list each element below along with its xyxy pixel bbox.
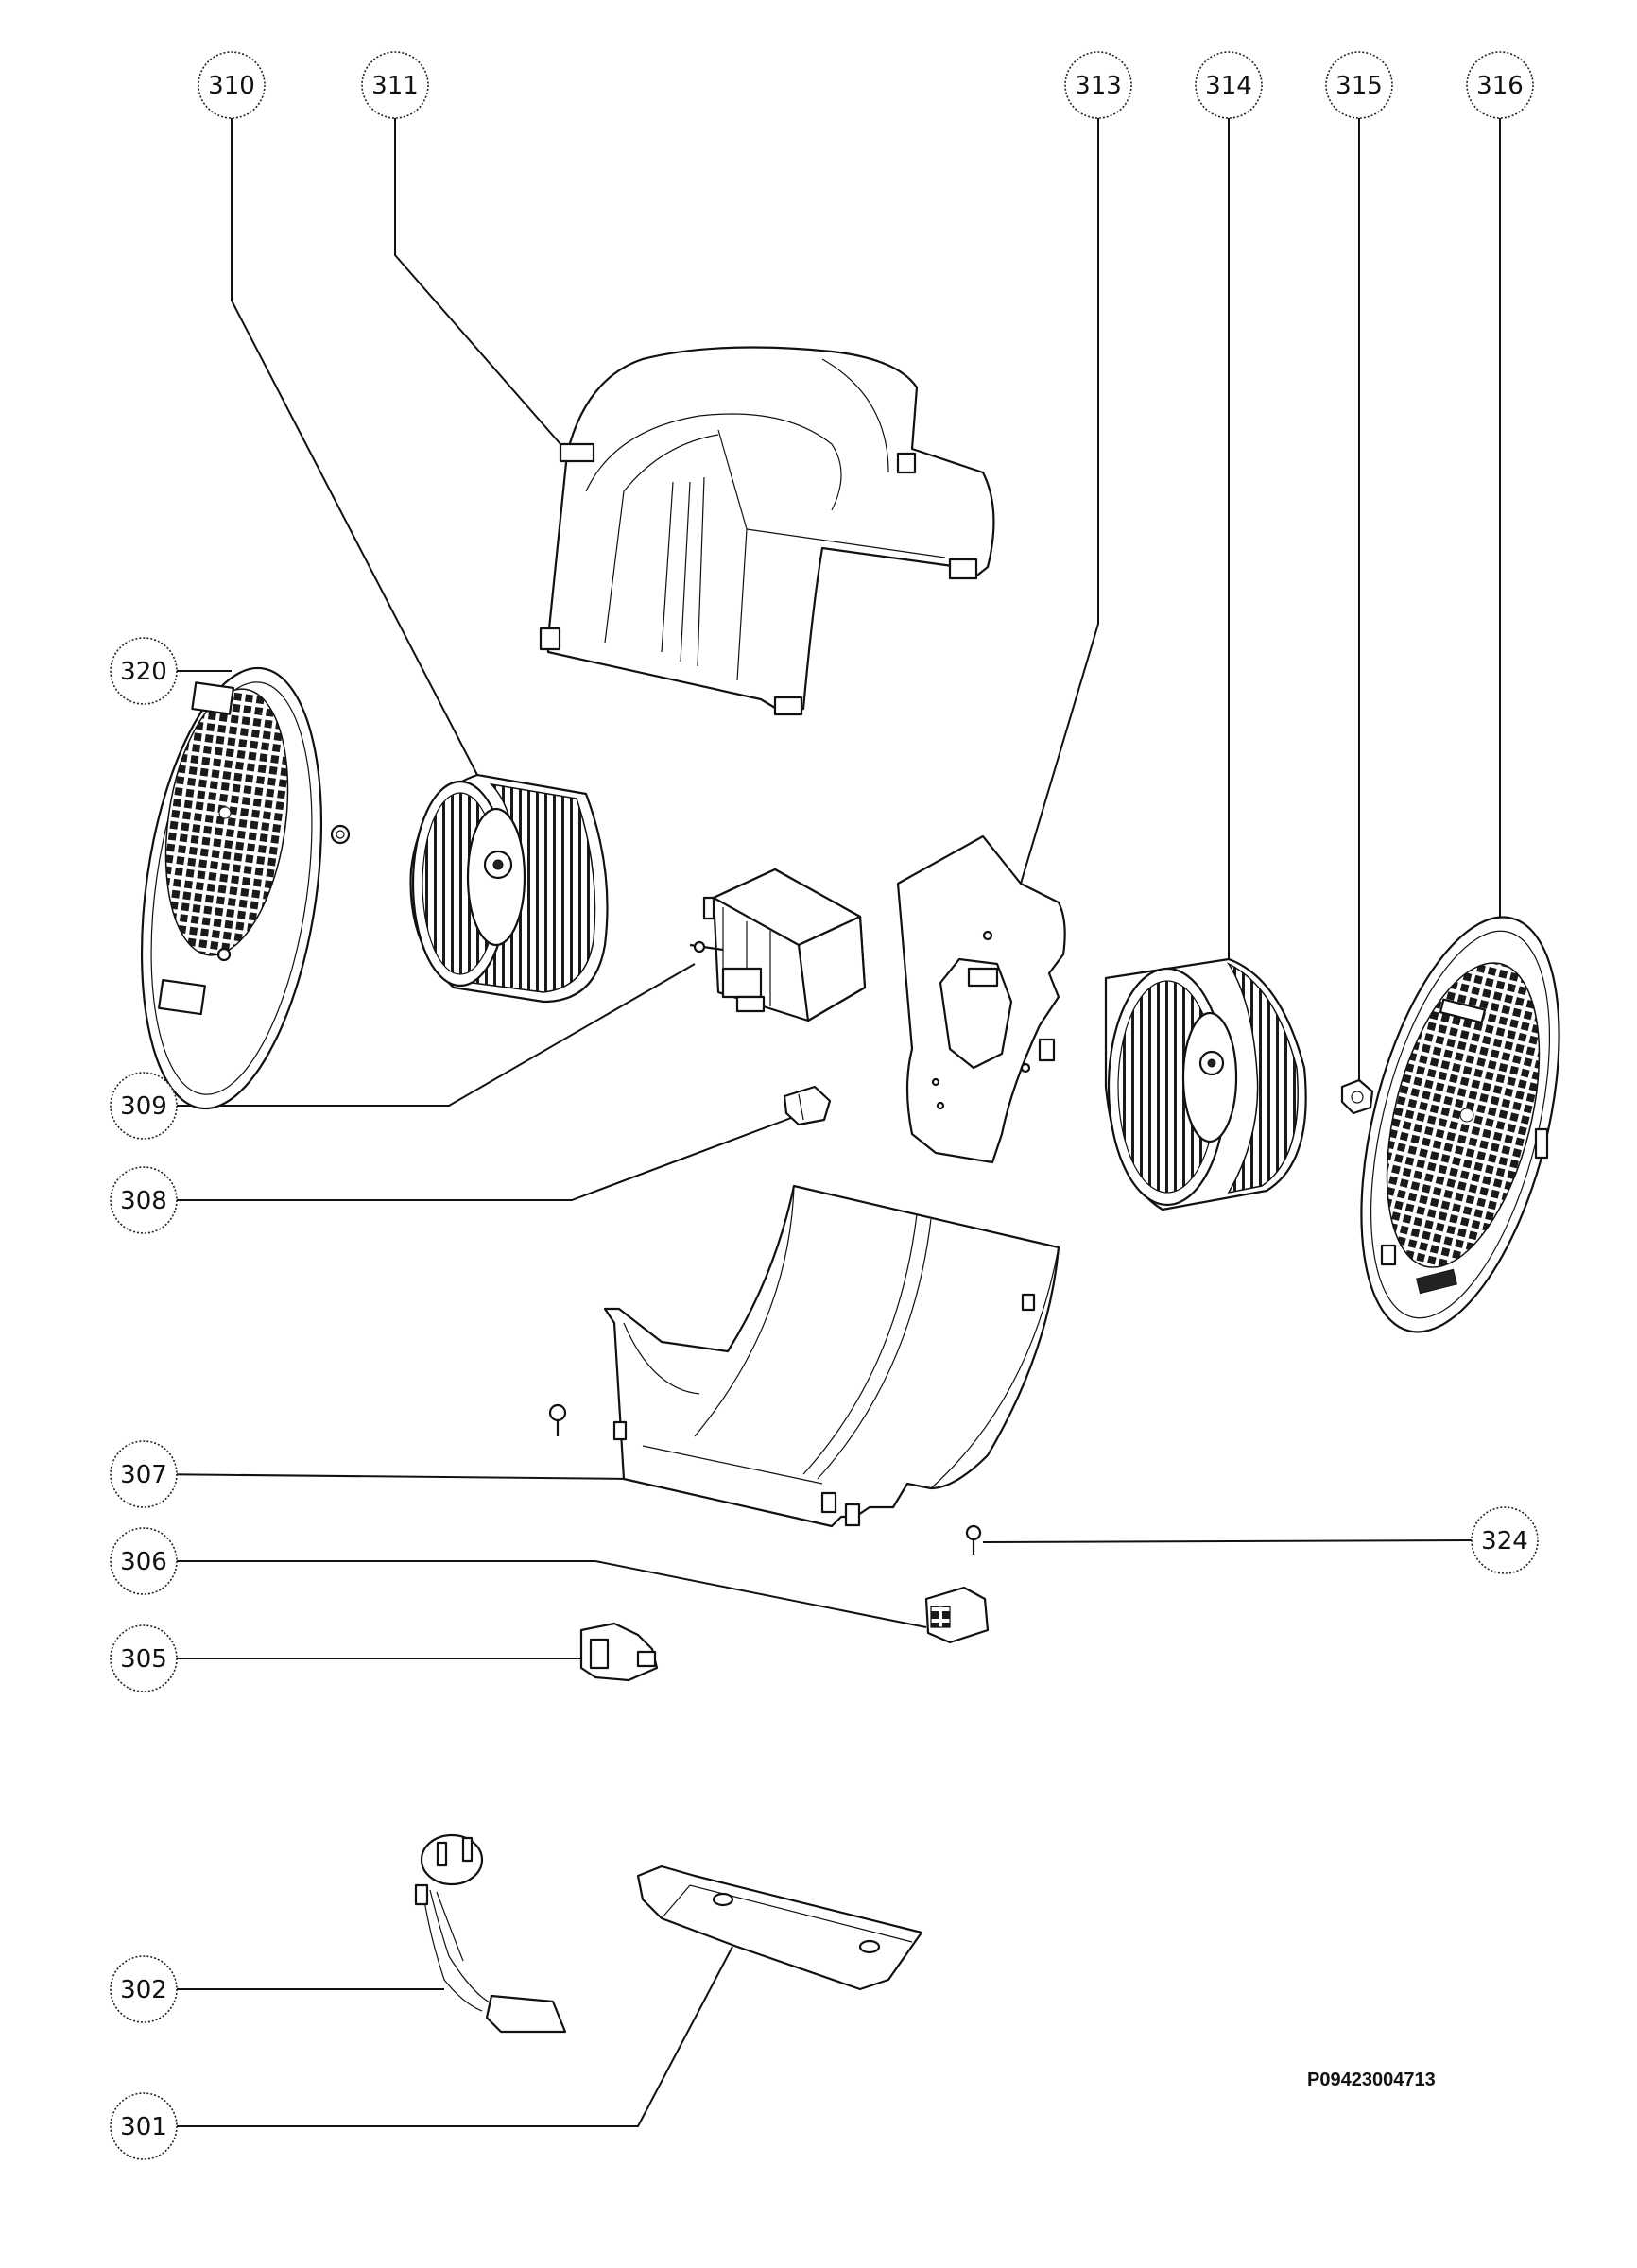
svg-text:306: 306 <box>120 1548 167 1576</box>
svg-text:311: 311 <box>371 72 419 100</box>
left-grille-320 <box>140 666 351 1110</box>
clip-308 <box>783 1085 832 1126</box>
callout-320: 320 <box>110 637 178 705</box>
leader-311 <box>394 112 568 453</box>
svg-text:315: 315 <box>1335 72 1383 100</box>
leader-306 <box>149 1560 927 1628</box>
svg-text:313: 313 <box>1075 72 1122 100</box>
callout-314: 314 <box>1195 51 1263 119</box>
callout-305: 305 <box>110 1624 178 1692</box>
callout-313: 313 <box>1064 51 1132 119</box>
left-impeller-310 <box>409 773 609 1004</box>
power-cord-302 <box>414 1833 567 2034</box>
leader-308 <box>149 1114 800 1201</box>
connector-305 <box>579 1622 659 1682</box>
svg-text:324: 324 <box>1481 1527 1528 1555</box>
svg-text:316: 316 <box>1476 72 1524 100</box>
upper-housing-311 <box>539 346 995 716</box>
right-grille-316 <box>1360 916 1560 1333</box>
lower-housing-307 <box>548 1184 1060 1528</box>
svg-text:305: 305 <box>120 1645 167 1674</box>
callout-309: 309 <box>110 1072 178 1140</box>
svg-text:307: 307 <box>120 1461 167 1489</box>
callout-315: 315 <box>1325 51 1393 119</box>
right-impeller-314 <box>1104 957 1307 1211</box>
motor-309 <box>689 868 867 1022</box>
svg-text:308: 308 <box>120 1187 167 1215</box>
svg-text:302: 302 <box>120 1976 167 2004</box>
callout-316: 316 <box>1466 51 1534 119</box>
screw-324 <box>965 1524 982 1555</box>
tray-301 <box>636 1864 923 1991</box>
svg-text:320: 320 <box>120 658 167 686</box>
connector-306 <box>924 1586 990 1644</box>
svg-text:301: 301 <box>120 2113 167 2141</box>
leader-313 <box>1020 112 1099 885</box>
callout-310: 310 <box>198 51 266 119</box>
leader-lines <box>148 112 1501 2127</box>
leader-310 <box>231 112 478 776</box>
callout-301: 301 <box>110 2092 178 2160</box>
nut-315 <box>1340 1078 1374 1115</box>
plate-313 <box>896 834 1066 1164</box>
callout-307: 307 <box>110 1440 178 1508</box>
svg-text:310: 310 <box>208 72 255 100</box>
leader-301 <box>149 1946 733 2127</box>
callout-311: 311 <box>361 51 429 119</box>
callout-308: 308 <box>110 1166 178 1234</box>
callouts: 310 311 313 314 315 316 <box>110 51 1539 2160</box>
leader-324 <box>982 1539 1473 1543</box>
svg-text:314: 314 <box>1205 72 1252 100</box>
svg-text:309: 309 <box>120 1092 167 1121</box>
document-code: P09423004713 <box>1307 2070 1436 2090</box>
callout-306: 306 <box>110 1527 178 1595</box>
leader-307 <box>148 1473 634 1480</box>
callout-302: 302 <box>110 1955 178 2023</box>
callout-324: 324 <box>1471 1506 1539 1574</box>
leader-309 <box>149 963 696 1107</box>
